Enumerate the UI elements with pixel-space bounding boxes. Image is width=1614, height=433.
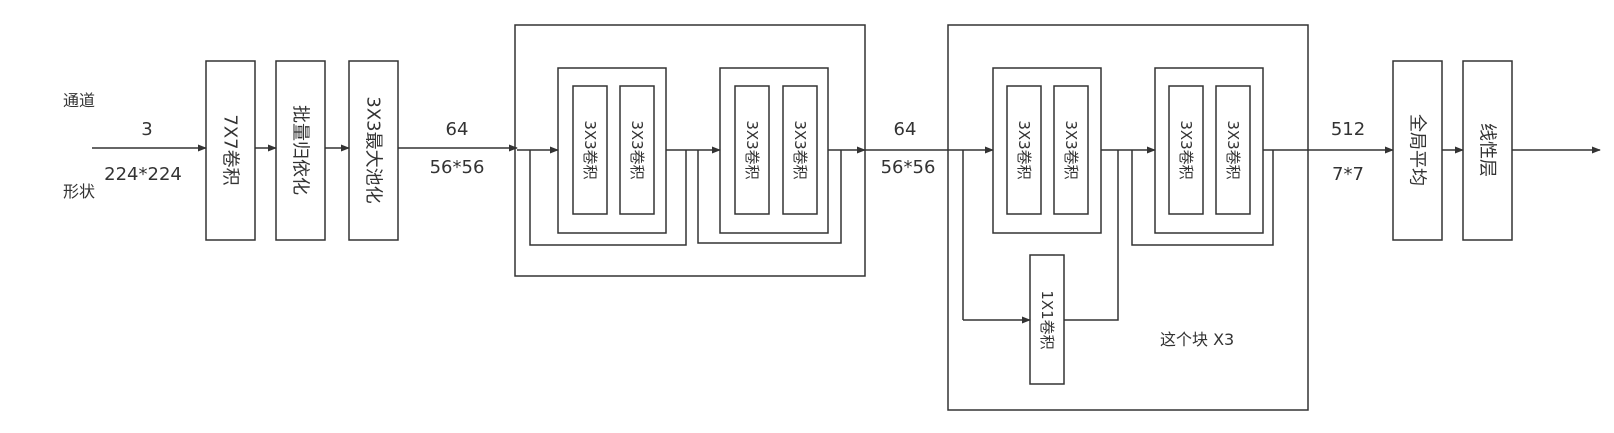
stage1-block2-conv-b-label: 3X3卷积 [791, 120, 809, 179]
stage2-block2-skip [1131, 150, 1274, 246]
stage2-block2-conv-b [1215, 85, 1251, 215]
stage1-block1-conv-b-label: 3X3卷积 [628, 120, 646, 179]
channel-word: 通道 [63, 91, 95, 110]
stage2-shortcut-conv-label: 1X1卷积 [1038, 290, 1056, 349]
stage1-block2-conv-a-label: 3X3卷积 [743, 120, 761, 179]
maxpool-label: 3X3最大池化 [363, 96, 384, 203]
after-stage1-channels: 64 [894, 119, 917, 140]
stage2-block1-conv-a [1006, 85, 1042, 215]
stage1-block2-skip [697, 150, 842, 244]
stage1-block2 [719, 67, 829, 234]
linear-label: 线性层 [1477, 123, 1498, 177]
input-shape: 224*224 [104, 164, 182, 185]
input-channels: 3 [141, 119, 152, 140]
stage2-block1-conv-a-label: 3X3卷积 [1015, 120, 1033, 179]
after-pool-shape: 56*56 [430, 157, 485, 178]
shape-word: 形状 [63, 182, 95, 201]
stage1-block1-conv-a [572, 85, 608, 215]
repeat-note: 这个块 X3 [1160, 330, 1234, 349]
stage1-block1-conv-b [619, 85, 655, 215]
stage1-block1-conv-a-label: 3X3卷积 [581, 120, 599, 179]
batchnorm-box [275, 60, 326, 241]
stage1-block1 [557, 67, 667, 234]
after-stage1-shape: 56*56 [881, 157, 936, 178]
stage2-block1-conv-b [1053, 85, 1089, 215]
batchnorm-label: 批量归依化 [290, 105, 311, 195]
conv7x7-box [205, 60, 256, 241]
stage1-block2-conv-b [782, 85, 818, 215]
stage2-container [947, 24, 1309, 411]
stage1-block2-conv-a [734, 85, 770, 215]
stage1-block1-skip [529, 150, 687, 246]
after-stage2-channels: 512 [1331, 119, 1365, 140]
after-stage2-shape: 7*7 [1332, 164, 1364, 185]
stage2-block2-conv-b-label: 3X3卷积 [1224, 120, 1242, 179]
conv7x7-label: 7X7卷积 [220, 114, 241, 185]
stage2-block2-conv-a-label: 3X3卷积 [1177, 120, 1195, 179]
global-pool-label: 全局平均 [1407, 114, 1428, 186]
stage2-block2 [1154, 67, 1264, 234]
after-pool-channels: 64 [446, 119, 469, 140]
stage2-shortcut-merge [1064, 150, 1119, 321]
maxpool-box [348, 60, 399, 241]
stage2-block1 [992, 67, 1102, 234]
stage2-block2-conv-a [1168, 85, 1204, 215]
stage2-block1-conv-b-label: 3X3卷积 [1062, 120, 1080, 179]
